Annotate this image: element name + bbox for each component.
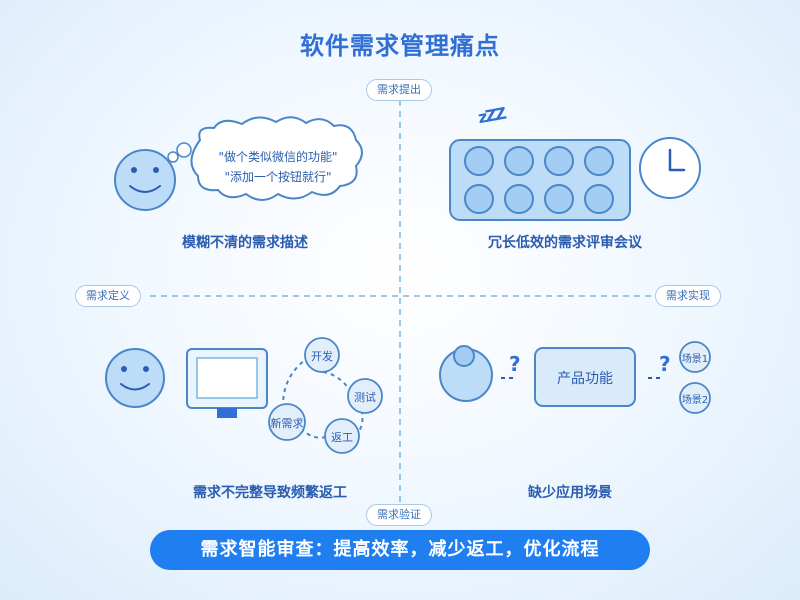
scene-circles bbox=[679, 341, 711, 414]
caption-top-right: 冗长低效的需求评审会议 bbox=[488, 235, 642, 251]
caption-top-left: 模糊不清的需求描述 bbox=[182, 235, 308, 251]
face-icon-top-left bbox=[114, 149, 176, 211]
cycle-diagram bbox=[268, 337, 383, 454]
clock-icon bbox=[639, 137, 701, 199]
question-mark-right: ? bbox=[659, 352, 671, 376]
cycle-node-dev: 开发 bbox=[311, 350, 333, 363]
cycle-node-rework: 返工 bbox=[331, 431, 353, 444]
summary-banner: 需求智能审查：提高效率，减少返工，优化流程 bbox=[150, 530, 650, 570]
stage-tag-bottom: 需求验证 bbox=[366, 504, 432, 526]
caption-bottom-right: 缺少应用场景 bbox=[528, 485, 612, 501]
question-mark-left: ? bbox=[509, 352, 521, 376]
caption-bottom-left: 需求不完整导致频繁返工 bbox=[193, 485, 347, 501]
monitor-icon bbox=[186, 348, 268, 418]
meeting-tray-icon bbox=[449, 139, 631, 221]
thought-bubble-icon bbox=[167, 116, 363, 201]
product-box-label: 产品功能 bbox=[557, 371, 613, 387]
scene-label-1: 场景1 bbox=[681, 354, 709, 365]
bubble-line-1: "做个类似微信的功能" bbox=[218, 150, 338, 164]
cycle-node-new-req: 新需求 bbox=[270, 417, 304, 430]
stage-tag-top: 需求提出 bbox=[366, 79, 432, 101]
page-title: 软件需求管理痛点 bbox=[300, 32, 500, 60]
user-icon bbox=[439, 345, 493, 402]
stage-tag-left: 需求定义 bbox=[75, 285, 141, 307]
stage-tag-right: 需求实现 bbox=[655, 285, 721, 307]
bubble-line-2: "添加一个按钮就行" bbox=[224, 170, 332, 184]
face-icon-bottom-left bbox=[105, 348, 165, 408]
cycle-node-test: 测试 bbox=[354, 391, 376, 404]
scene-label-2: 场景2 bbox=[681, 395, 709, 406]
product-box bbox=[534, 347, 636, 407]
